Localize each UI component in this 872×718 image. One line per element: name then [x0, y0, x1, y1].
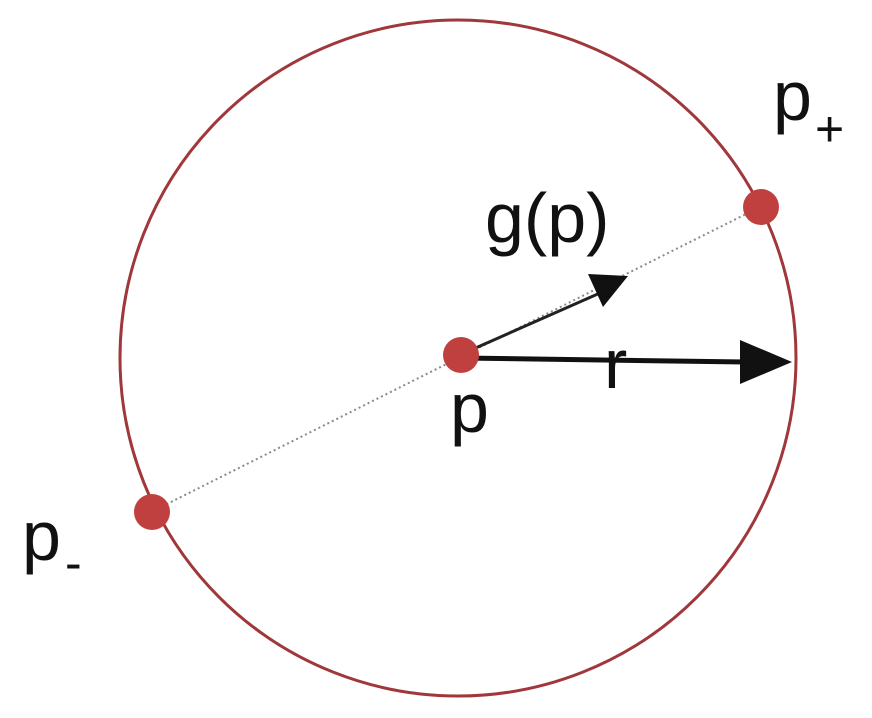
label-p-minus-sub: - — [65, 535, 82, 591]
label-p-minus-base: p — [22, 497, 61, 575]
point-p-plus — [743, 189, 779, 225]
label-center-p: p — [450, 369, 489, 447]
point-p-minus — [134, 494, 170, 530]
label-p-plus-sub: + — [815, 101, 844, 157]
gradient-arrow-head — [588, 274, 628, 307]
radius-arrow-head — [740, 340, 792, 384]
gradient-arrow-shaft — [461, 291, 601, 356]
label-p-plus-base: p — [773, 57, 812, 135]
label-gradient-g-p: g(p) — [485, 179, 609, 257]
radius-arrow-shaft — [461, 355, 746, 365]
label-radius-r: r — [604, 325, 627, 403]
boundary-circle — [118, 18, 798, 698]
center-point-p — [443, 337, 479, 373]
